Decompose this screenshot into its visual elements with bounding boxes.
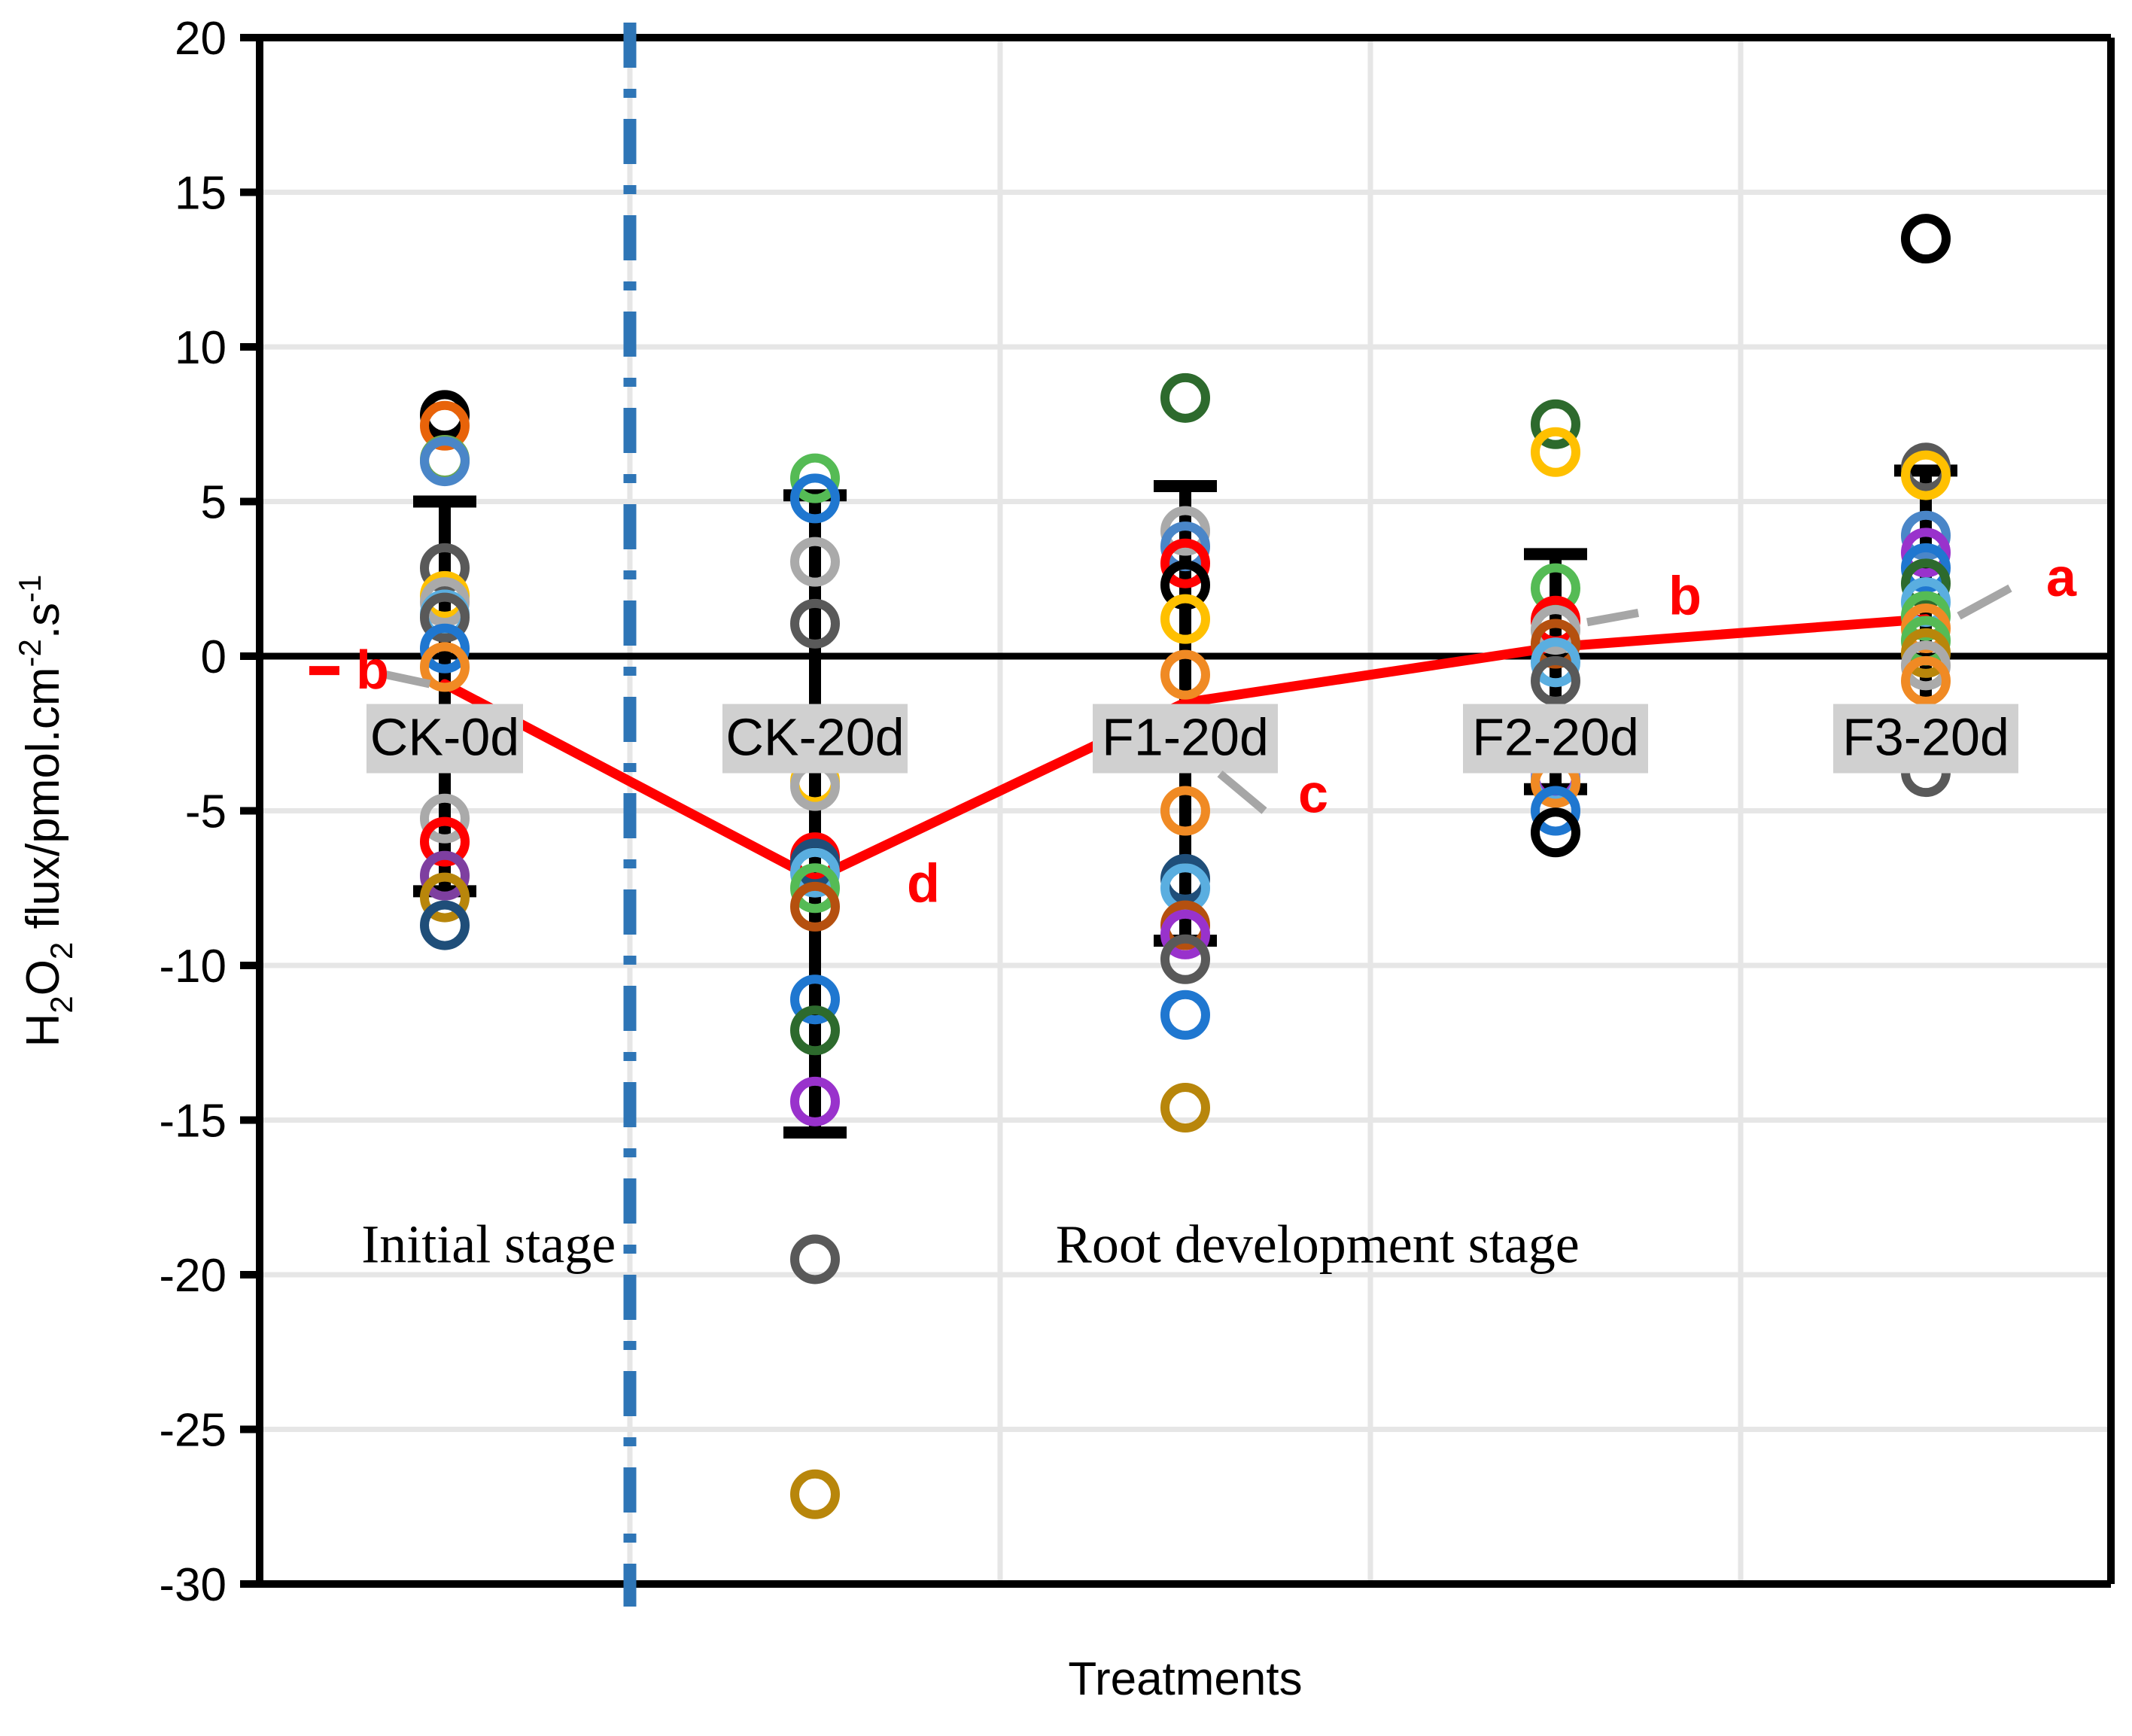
data-point-marker — [790, 598, 840, 649]
stage-annotation: Root development stage — [1056, 1215, 1580, 1275]
data-point-marker — [1531, 637, 1580, 688]
data-point-marker — [1531, 427, 1580, 477]
data-point-marker — [1901, 543, 1951, 593]
y-tick-label: 5 — [201, 477, 227, 529]
y-tick-label: -20 — [159, 1250, 227, 1302]
data-point-marker — [1160, 934, 1210, 984]
stage-annotation: Initial stage — [361, 1215, 616, 1275]
mean-trend-polyline — [439, 614, 1931, 884]
significance-leader-line — [1217, 770, 1267, 814]
category-label-background — [722, 704, 908, 774]
data-point-marker — [790, 1469, 840, 1519]
data-point-marker — [1160, 909, 1210, 959]
y-axis-title: H2O2 flux/pmol.cm-2.s-1 — [12, 575, 79, 1047]
mean-trend-line — [439, 614, 1931, 884]
y-tick-label: 20 — [175, 13, 227, 65]
data-point-marker — [790, 537, 840, 587]
y-tick-label: -25 — [159, 1405, 227, 1457]
data-point-marker — [1160, 649, 1210, 700]
data-points-group — [420, 214, 1951, 1519]
significance-letter: c — [1298, 765, 1328, 825]
y-axis-ticks — [240, 34, 260, 1588]
y-tick-label: -5 — [185, 786, 227, 838]
data-point-marker — [1531, 655, 1580, 706]
data-point-marker — [790, 1005, 840, 1056]
data-point-marker — [1901, 510, 1951, 561]
data-point-marker — [420, 850, 470, 901]
significance-leader-line — [1957, 584, 2012, 620]
data-point-marker — [1531, 399, 1580, 449]
data-point-marker — [1160, 786, 1210, 836]
category-label: CK-20d — [725, 708, 904, 767]
data-point-marker — [1160, 560, 1210, 610]
data-point-marker — [790, 1076, 840, 1126]
significance-leader-line — [385, 670, 431, 689]
data-point-marker — [1901, 640, 1951, 691]
data-point-marker — [1160, 990, 1210, 1040]
significance-letter: b — [356, 640, 389, 701]
data-point-marker — [420, 793, 470, 844]
y-tick-label: 10 — [175, 322, 227, 374]
data-point-marker — [420, 900, 470, 950]
data-point-marker — [790, 847, 840, 898]
data-point-marker — [790, 473, 840, 524]
data-point-marker — [790, 453, 840, 503]
data-point-marker — [420, 642, 470, 692]
significance-letter: a — [2046, 548, 2077, 608]
y-tick-label: 0 — [201, 631, 227, 683]
data-point-marker — [790, 1234, 840, 1285]
category-label-background — [1833, 704, 2018, 774]
y-tick-label: 15 — [175, 168, 227, 220]
data-point-marker — [420, 400, 470, 451]
data-point-marker — [420, 543, 470, 593]
data-point-marker — [1160, 1083, 1210, 1133]
data-point-marker — [420, 816, 470, 867]
stage-annotations-group: Initial stage Root development stage — [361, 1215, 1579, 1275]
category-label: F1-20d — [1102, 708, 1269, 767]
category-label: F2-20d — [1472, 708, 1639, 767]
category-labels-group: CK-0d CK-20d F1-20d F2-20d F3-20d — [366, 704, 2018, 774]
category-label: F3-20d — [1842, 708, 2009, 767]
data-point-marker — [790, 881, 840, 932]
data-point-marker — [420, 872, 470, 923]
data-point-marker — [420, 436, 470, 487]
data-point-marker — [420, 623, 470, 673]
significance-letter: b — [1668, 566, 1702, 626]
category-label-background — [1463, 704, 1648, 774]
x-axis-title: Treatments — [1068, 1653, 1302, 1705]
axis-titles-group: Treatments H2O2 flux/pmol.cm-2.s-1 — [12, 575, 1303, 1705]
data-point-marker — [790, 974, 840, 1025]
significance-leader-line — [1586, 609, 1639, 627]
data-point-marker — [1160, 506, 1210, 556]
data-point-marker — [1901, 527, 1951, 578]
data-point-marker — [1160, 372, 1210, 423]
significance-letter: d — [907, 854, 940, 914]
data-point-marker — [790, 863, 840, 914]
data-point-marker — [1160, 594, 1210, 644]
y-tick-label: -15 — [159, 1096, 227, 1148]
significance-letters-group: b d c b a — [309, 548, 2077, 914]
data-point-marker — [420, 592, 470, 643]
y-tick-label: -30 — [159, 1559, 227, 1611]
data-point-marker — [1901, 655, 1951, 706]
vertical-gridlines-group — [627, 38, 1744, 1584]
data-point-marker — [1901, 214, 1951, 264]
category-label-background — [366, 704, 523, 774]
data-point-marker — [1901, 450, 1951, 500]
data-point-marker — [1160, 538, 1210, 588]
y-tick-label: -10 — [159, 941, 227, 993]
category-label-background — [1093, 704, 1278, 774]
data-point-marker — [1531, 807, 1580, 858]
y-axis-tick-labels: 20 15 10 5 0 -5 -10 -15 -20 -25 -30 — [159, 13, 227, 1611]
category-label: CK-0d — [370, 708, 519, 767]
data-point-marker — [1531, 786, 1580, 836]
